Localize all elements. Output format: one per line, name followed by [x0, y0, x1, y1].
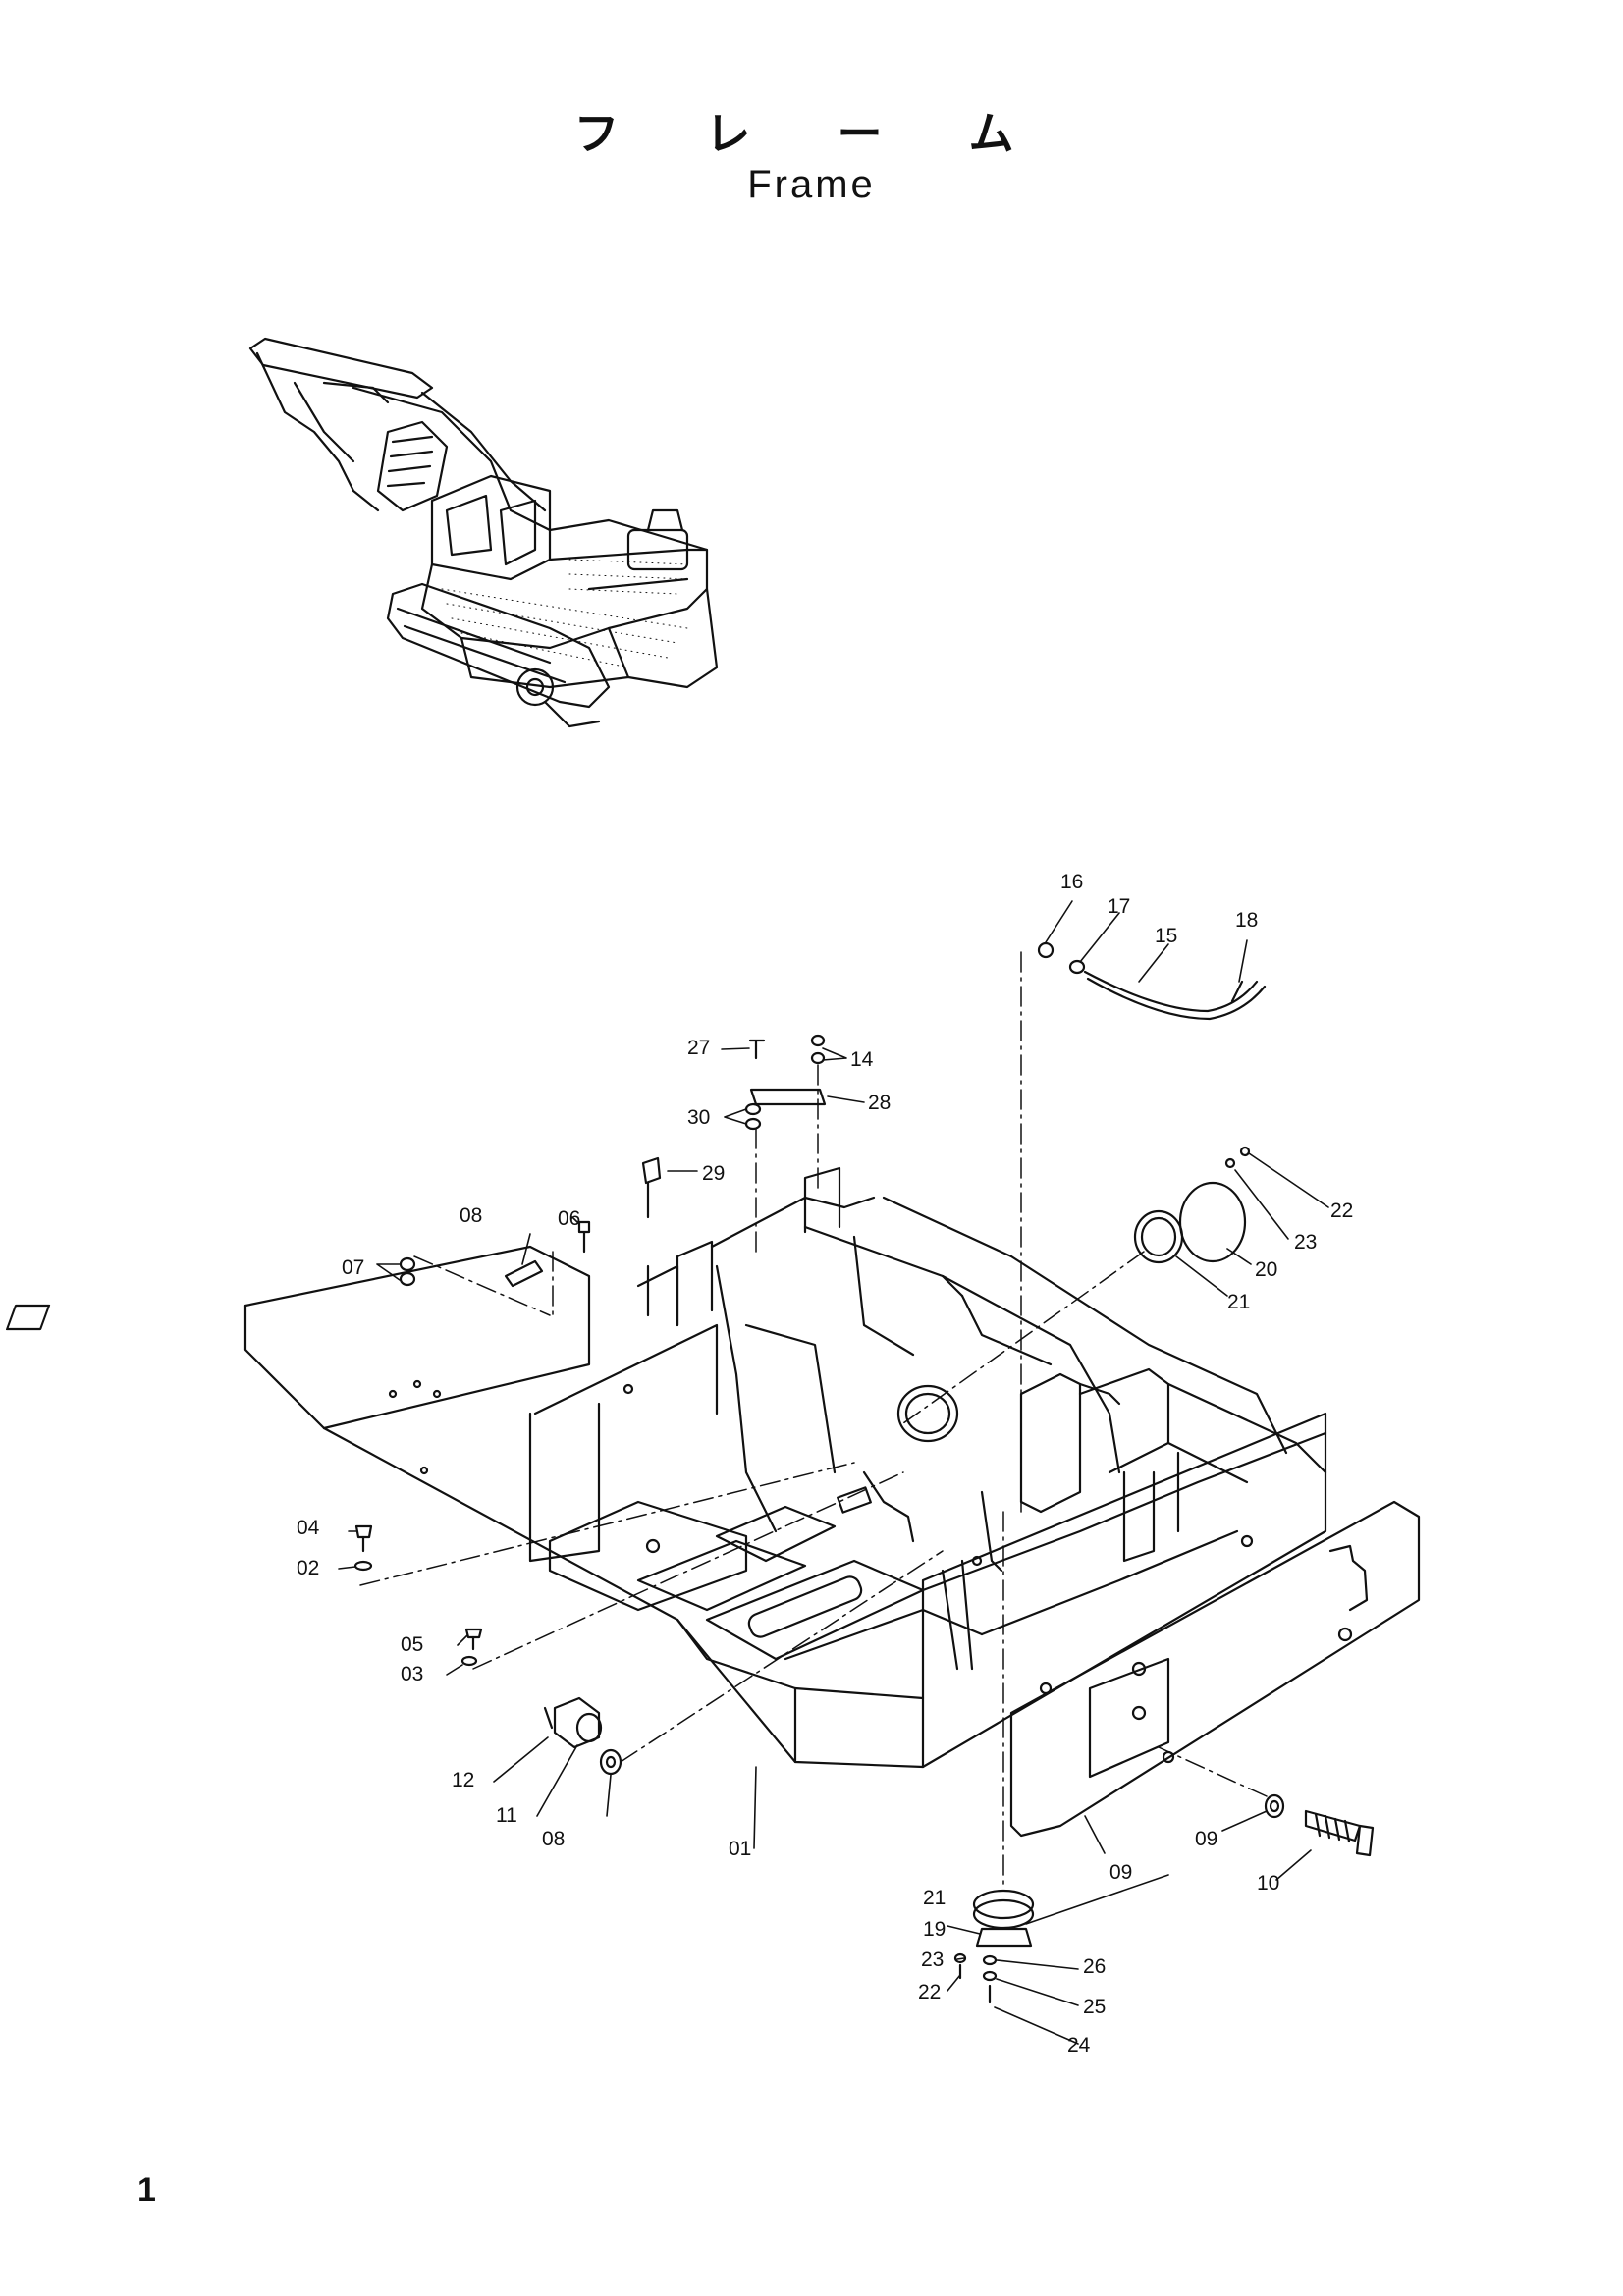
plug-fitting [641, 1156, 662, 1219]
part-label-09: 09 [1109, 1861, 1132, 1884]
part-label-15: 15 [1155, 925, 1177, 947]
part-label-22-lower: 22 [918, 1981, 941, 2003]
part-label-24: 24 [1067, 2034, 1091, 2056]
part-label-14: 14 [850, 1048, 874, 1071]
part-label-03: 03 [401, 1663, 423, 1685]
upper-frame-assembly [6, 1166, 1327, 1769]
part-label-02: 02 [297, 1557, 319, 1579]
part-label-06: 06 [558, 1207, 580, 1230]
bracket-plate [744, 1034, 827, 1131]
part-label-23-lower: 23 [921, 1949, 944, 1971]
part-label-13-right: 09 [1195, 1828, 1217, 1850]
part-label-25: 25 [1083, 1996, 1106, 2018]
part-label-11: 11 [496, 1804, 517, 1827]
part-number-labels: 16 17 15 18 27 14 28 30 29 22 23 20 21 3… [297, 871, 1353, 2056]
excavator-overview-illustration [248, 337, 719, 728]
part-label-01: 01 [729, 1838, 751, 1860]
part-label-07: 07 [342, 1256, 364, 1279]
part-label-21-upper: 21 [1227, 1291, 1250, 1313]
part-label-28: 28 [868, 1092, 891, 1114]
part-label-19: 19 [923, 1918, 946, 1941]
part-label-20: 20 [1255, 1258, 1277, 1281]
callout-leaders [338, 900, 1329, 2045]
cover-plate-upper [1133, 1146, 1251, 1264]
part-label-30: 30 [687, 1106, 710, 1129]
counterweight [1009, 1500, 1421, 1838]
part-label-18: 18 [1235, 909, 1258, 932]
part-label-21-lower: 21 [923, 1887, 946, 1909]
pin [504, 1259, 544, 1288]
part-label-05: 05 [401, 1633, 423, 1656]
left-fasteners [353, 1220, 591, 1667]
part-label-29: 27 [687, 1037, 710, 1059]
part-label-23-upper: 23 [1294, 1231, 1317, 1254]
part-label-26: 26 [1083, 1955, 1106, 1978]
part-label-10: 10 [1257, 1872, 1279, 1895]
page-title-japanese: フ レ ー ム [573, 107, 1050, 160]
part-label-22-upper: 22 [1330, 1200, 1353, 1222]
part-label-27: 29 [702, 1162, 725, 1185]
part-label-13-left: 08 [542, 1828, 565, 1850]
part-label-12: 12 [452, 1769, 474, 1791]
stopper-parts [543, 1696, 622, 1776]
part-label-17: 17 [1108, 895, 1130, 918]
exploded-assembly-lines [359, 951, 1268, 1891]
cover-plate-lower [953, 1889, 1035, 2004]
part-label-16: 16 [1060, 871, 1083, 893]
part-label-08b: 08 [460, 1204, 482, 1227]
counterweight-bolt [1264, 1793, 1375, 1857]
page-number: 1 [137, 2171, 156, 2209]
grease-pipe [1037, 941, 1267, 1021]
part-label-04: 04 [297, 1517, 320, 1539]
page-title-english: Frame [747, 163, 876, 206]
